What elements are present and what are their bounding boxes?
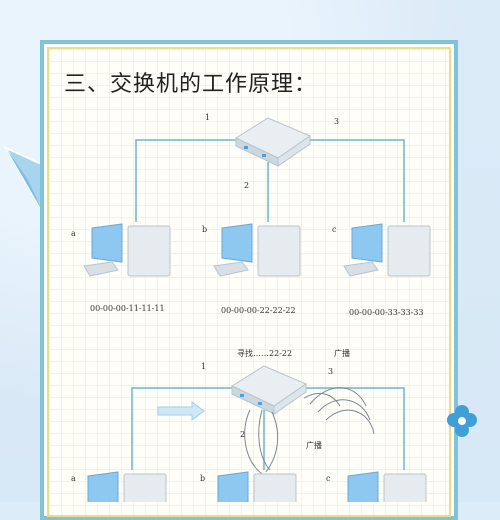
switch-icon	[234, 117, 312, 167]
broadcast-curves	[244, 387, 375, 475]
top-port-2: 2	[244, 181, 250, 190]
computer-c-icon	[347, 471, 427, 502]
bottom-port-2: 2	[240, 430, 246, 439]
bottom-host-b-label: b	[200, 474, 206, 483]
top-diagram	[83, 117, 431, 277]
bottom-host-c-label: c	[326, 474, 331, 483]
paper-plane-icon	[3, 145, 52, 218]
bottom-lookup-label: 寻找……22-22	[237, 349, 293, 358]
incoming-arrow-icon	[157, 401, 205, 421]
top-port-3: 3	[334, 117, 340, 126]
switch-icon	[230, 365, 308, 415]
computer-a-icon	[83, 223, 171, 277]
computer-b-icon	[213, 223, 301, 277]
computer-b-icon	[217, 471, 297, 502]
computer-a-icon	[87, 471, 167, 502]
bottom-broadcast-label: 广播	[334, 349, 350, 358]
top-host-c-mac: 00-00-00-33-33-33	[349, 308, 424, 317]
top-host-a-mac: 00-00-00-11-11-11	[90, 304, 165, 313]
bottom-host-a-label: a	[71, 474, 76, 483]
bottom-diagram	[87, 365, 427, 502]
top-host-b-label: b	[202, 225, 208, 234]
top-host-b-mac: 00-00-00-22-22-22	[221, 306, 296, 315]
computer-c-icon	[343, 223, 431, 277]
bottom-port-3: 3	[328, 367, 334, 376]
top-port-1: 1	[205, 113, 211, 122]
bottom-broadcast-label-2: 广播	[306, 441, 322, 450]
bottom-port-1: 1	[201, 362, 207, 371]
grid-paper	[47, 47, 451, 517]
top-links	[135, 139, 405, 222]
top-host-a-label: a	[71, 229, 76, 238]
top-host-c-label: c	[332, 225, 337, 234]
page-title: 三、交换机的工作原理：	[64, 72, 318, 97]
flower-icon	[447, 405, 477, 437]
